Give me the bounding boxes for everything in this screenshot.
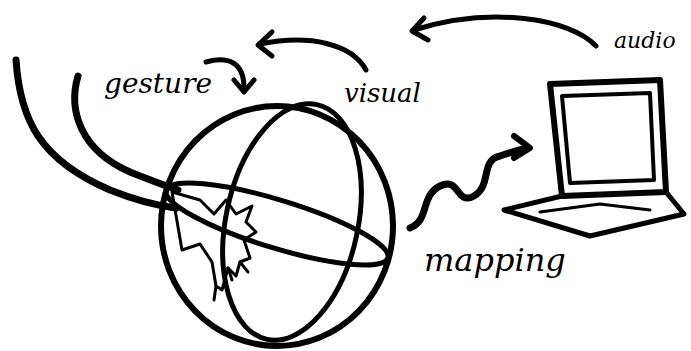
sketch-label: audio (614, 30, 676, 52)
laptop-base (504, 192, 684, 236)
visual-arrow (260, 40, 366, 70)
mapping-arrow (410, 148, 528, 228)
hand-fingers (214, 262, 248, 300)
arrow-head (514, 136, 530, 158)
audio-arrow (414, 17, 596, 46)
laptop-display (562, 93, 654, 183)
sphere-equator (159, 167, 395, 281)
sphere-meridian (202, 91, 381, 351)
laptop-keys (540, 204, 650, 212)
sketch-label: visual (344, 80, 421, 106)
arrow-head (412, 18, 428, 40)
sketch-label: mapping (424, 244, 566, 276)
laptop-screen (550, 80, 666, 196)
arrow-head (258, 32, 272, 56)
hand-sketch (172, 192, 256, 290)
sketch-label: gesture (104, 70, 212, 98)
arrow-head (234, 80, 254, 92)
